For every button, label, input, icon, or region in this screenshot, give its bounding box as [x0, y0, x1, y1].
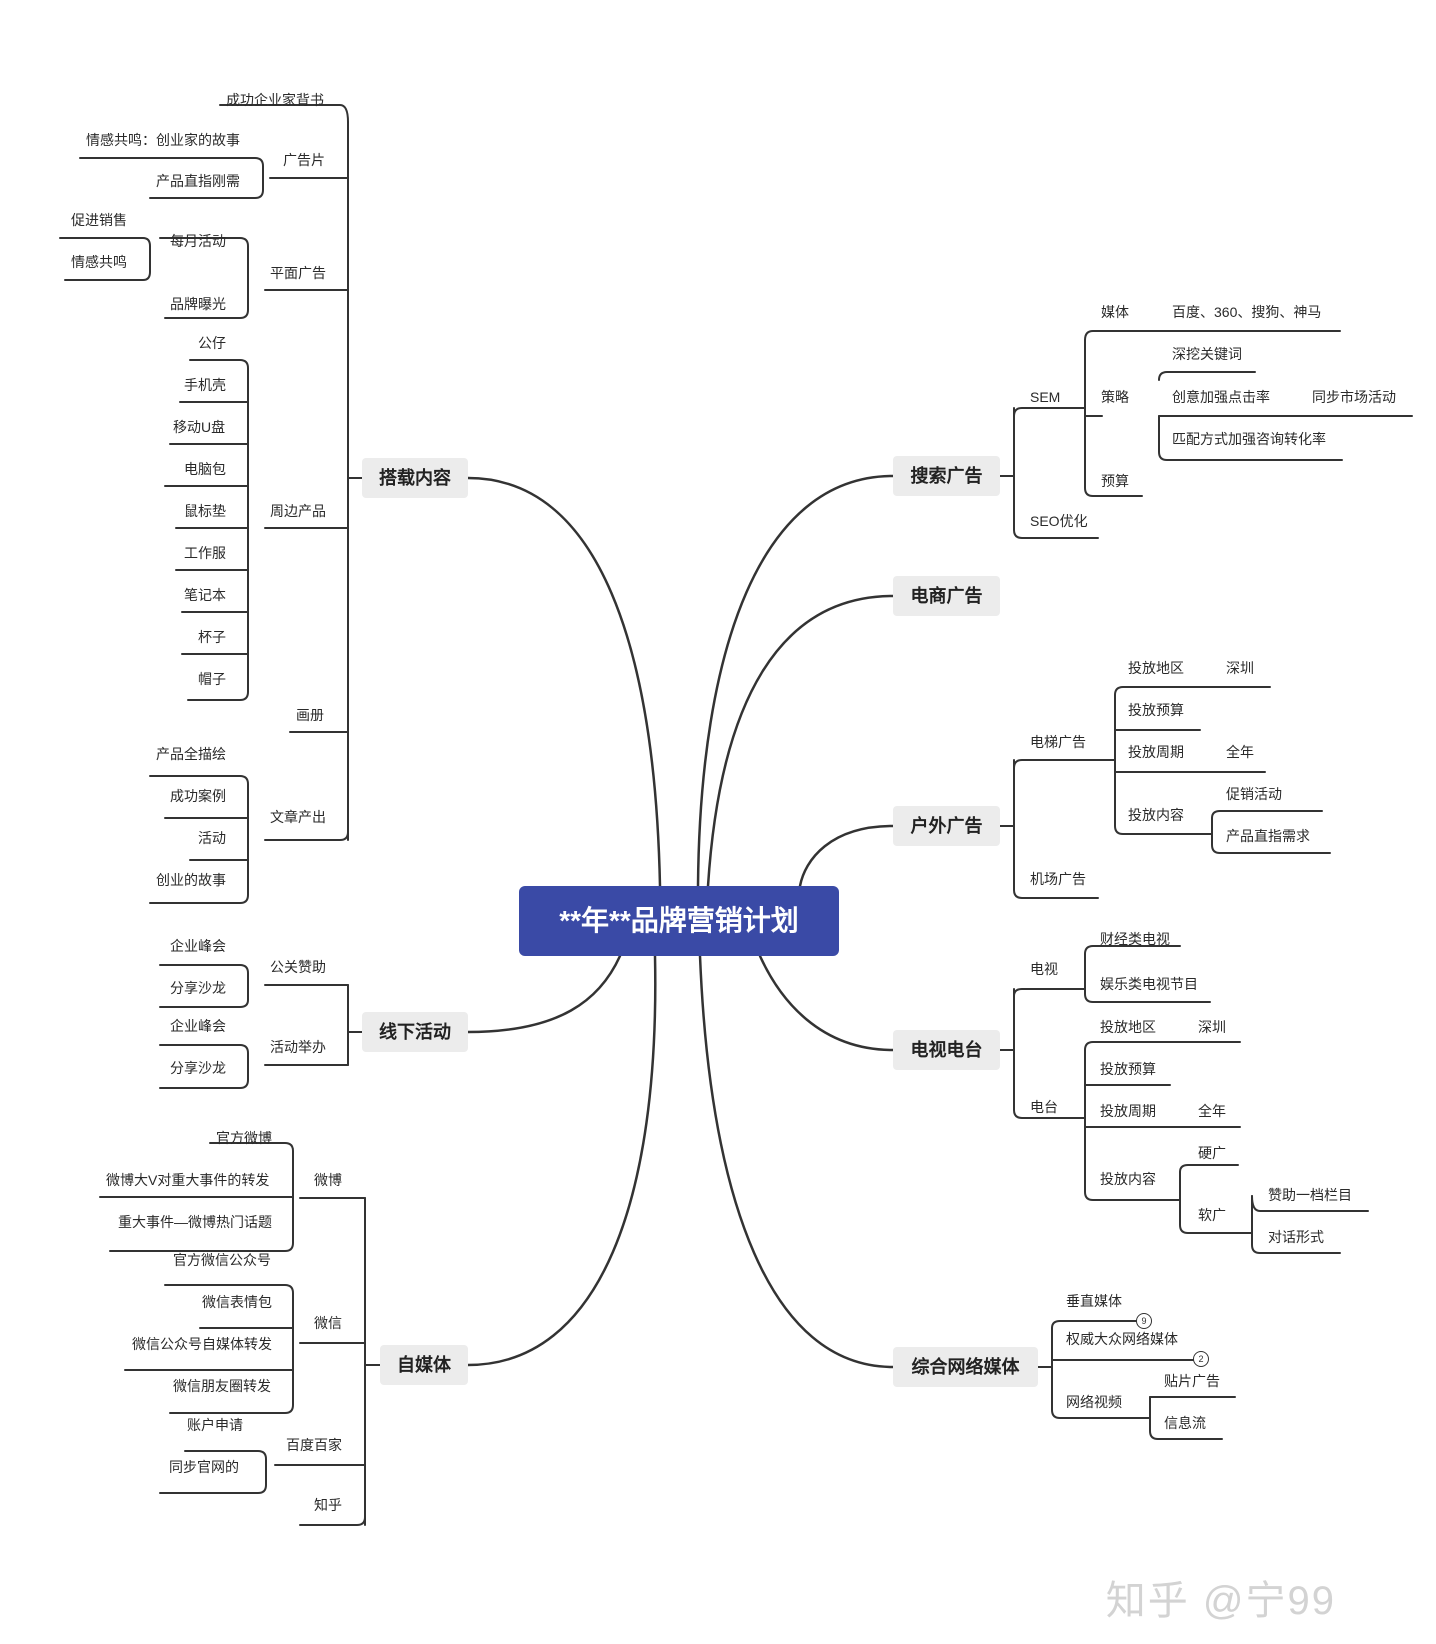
authority-media-count-badge[interactable]: 2 [1193, 1351, 1209, 1367]
node-strategy-item[interactable]: 创意加强点击率 [1172, 389, 1270, 405]
node-pr-sponsorship[interactable]: 公关赞助 [270, 959, 326, 975]
node-weibo-item[interactable]: 官方微博 [216, 1130, 272, 1146]
node-article-item[interactable]: 活动 [198, 830, 226, 846]
node-weibo-item[interactable]: 微博大V对重大事件的转发 [106, 1172, 270, 1188]
node-radio-period[interactable]: 投放周期 [1100, 1103, 1156, 1119]
node-soft-item[interactable]: 对话形式 [1268, 1229, 1324, 1245]
node-hosted-events[interactable]: 活动举办 [270, 1039, 326, 1055]
node-radio-period-value[interactable]: 全年 [1198, 1103, 1226, 1119]
node-ad-film[interactable]: 广告片 [283, 152, 325, 168]
node-outdoor-budget[interactable]: 投放预算 [1128, 702, 1184, 718]
branch-tv-radio[interactable]: 电视电台 [893, 1030, 1000, 1070]
node-outdoor-period[interactable]: 投放周期 [1128, 744, 1184, 760]
node-article-item[interactable]: 成功案例 [170, 788, 226, 804]
node-weibo-item[interactable]: 重大事件—微博热门话题 [118, 1214, 272, 1230]
branch-self-media[interactable]: 自媒体 [380, 1345, 468, 1385]
node-video-item[interactable]: 贴片广告 [1164, 1373, 1220, 1389]
node-brand-exposure[interactable]: 品牌曝光 [170, 296, 226, 312]
node-baidu-baijia[interactable]: 百度百家 [286, 1437, 342, 1453]
node-outdoor-period-value[interactable]: 全年 [1226, 744, 1254, 760]
node-album[interactable]: 画册 [296, 707, 324, 723]
node-radio[interactable]: 电台 [1030, 1099, 1058, 1115]
node-strategy-item[interactable]: 匹配方式加强咨询转化率 [1172, 431, 1326, 447]
node-video-item[interactable]: 信息流 [1164, 1415, 1206, 1431]
node-radio-content[interactable]: 投放内容 [1100, 1171, 1156, 1187]
node-authority-media[interactable]: 权威大众网络媒体 [1066, 1331, 1178, 1347]
node-radio-budget[interactable]: 投放预算 [1100, 1061, 1156, 1077]
node-sem-budget[interactable]: 预算 [1101, 473, 1129, 489]
node-wechat-item[interactable]: 官方微信公众号 [173, 1252, 271, 1268]
node-outdoor-content[interactable]: 投放内容 [1128, 807, 1184, 823]
node-pr-item[interactable]: 分享沙龙 [170, 980, 226, 996]
node-sem-strategy[interactable]: 策略 [1101, 389, 1129, 405]
node-merch-item[interactable]: 电脑包 [184, 461, 226, 477]
node-wechat-item[interactable]: 微信朋友圈转发 [173, 1378, 271, 1394]
node-online-video[interactable]: 网络视频 [1066, 1394, 1122, 1410]
branch-offline-activities[interactable]: 线下活动 [362, 1012, 468, 1052]
branch-network-media[interactable]: 综合网络媒体 [893, 1347, 1038, 1387]
node-tv-item[interactable]: 财经类电视 [1100, 931, 1170, 947]
node-ad-film-item[interactable]: 产品直指刚需 [156, 173, 240, 189]
node-article-item[interactable]: 创业的故事 [156, 872, 226, 888]
node-outdoor-area-value[interactable]: 深圳 [1226, 660, 1254, 676]
watermark: 知乎 @宁99 [1105, 1579, 1336, 1623]
node-merch-item[interactable]: 工作服 [184, 545, 226, 561]
node-weibo[interactable]: 微博 [314, 1172, 342, 1188]
node-merch-item[interactable]: 帽子 [198, 671, 226, 687]
node-tv-item[interactable]: 娱乐类电视节目 [1100, 976, 1198, 992]
node-merchandise[interactable]: 周边产品 [270, 503, 326, 519]
branch-carry-content[interactable]: 搭载内容 [362, 458, 468, 498]
node-hosted-item[interactable]: 企业峰会 [170, 1018, 226, 1034]
node-elevator-ad[interactable]: 电梯广告 [1030, 734, 1086, 750]
node-sem[interactable]: SEM [1030, 389, 1061, 405]
node-hard-ad[interactable]: 硬广 [1198, 1145, 1226, 1161]
root-topic[interactable]: **年**品牌营销计划 [519, 886, 839, 956]
node-strategy-item[interactable]: 深挖关键词 [1172, 346, 1242, 362]
node-merch-item[interactable]: 移动U盘 [173, 419, 226, 435]
node-tv[interactable]: 电视 [1030, 961, 1058, 977]
node-sem-media[interactable]: 媒体 [1101, 304, 1129, 320]
node-seo[interactable]: SEO优化 [1030, 513, 1088, 529]
node-sem-media-value[interactable]: 百度、360、搜狗、神马 [1172, 304, 1322, 320]
node-wechat-item[interactable]: 微信公众号自媒体转发 [132, 1336, 272, 1352]
branch-outdoor-ads[interactable]: 户外广告 [893, 806, 1000, 846]
node-print-ad[interactable]: 平面广告 [270, 265, 326, 281]
branch-search-ads[interactable]: 搜索广告 [893, 456, 1000, 496]
branch-ecommerce-ads[interactable]: 电商广告 [893, 576, 1000, 616]
node-strategy-extra[interactable]: 同步市场活动 [1312, 389, 1396, 405]
node-merch-item[interactable]: 笔记本 [184, 587, 226, 603]
node-monthly-item[interactable]: 情感共鸣 [71, 254, 127, 270]
node-outdoor-content-item[interactable]: 促销活动 [1226, 786, 1282, 802]
node-monthly-item[interactable]: 促进销售 [71, 212, 127, 228]
node-hosted-item[interactable]: 分享沙龙 [170, 1060, 226, 1076]
node-soft-ad[interactable]: 软广 [1198, 1207, 1226, 1223]
vertical-media-count-badge[interactable]: 9 [1136, 1313, 1152, 1329]
node-zhihu[interactable]: 知乎 [314, 1497, 342, 1513]
node-baidu-item[interactable]: 同步官网的 [169, 1459, 239, 1475]
node-outdoor-content-item[interactable]: 产品直指需求 [1226, 828, 1310, 844]
node-monthly-activity[interactable]: 每月活动 [170, 233, 226, 249]
node-articles[interactable]: 文章产出 [270, 809, 326, 825]
node-baidu-item[interactable]: 账户申请 [187, 1417, 243, 1433]
node-wechat[interactable]: 微信 [314, 1315, 342, 1331]
node-merch-item[interactable]: 鼠标垫 [184, 503, 226, 519]
node-wechat-item[interactable]: 微信表情包 [202, 1294, 272, 1310]
node-airport-ad[interactable]: 机场广告 [1030, 871, 1086, 887]
node-outdoor-area[interactable]: 投放地区 [1128, 660, 1184, 676]
node-merch-item[interactable]: 杯子 [198, 629, 226, 645]
node-ad-film-item[interactable]: 情感共鸣：创业家的故事 [86, 132, 240, 148]
node-vertical-media[interactable]: 垂直媒体 [1066, 1293, 1122, 1309]
node-merch-item[interactable]: 手机壳 [184, 377, 226, 393]
node-radio-area[interactable]: 投放地区 [1100, 1019, 1156, 1035]
node-radio-area-value[interactable]: 深圳 [1198, 1019, 1226, 1035]
node-successful-entrepreneur[interactable]: 成功企业家背书 [226, 92, 324, 108]
node-merch-item[interactable]: 公仔 [198, 335, 226, 351]
node-soft-item[interactable]: 赞助一档栏目 [1268, 1187, 1352, 1203]
node-article-item[interactable]: 产品全描绘 [156, 746, 226, 762]
node-pr-item[interactable]: 企业峰会 [170, 938, 226, 954]
